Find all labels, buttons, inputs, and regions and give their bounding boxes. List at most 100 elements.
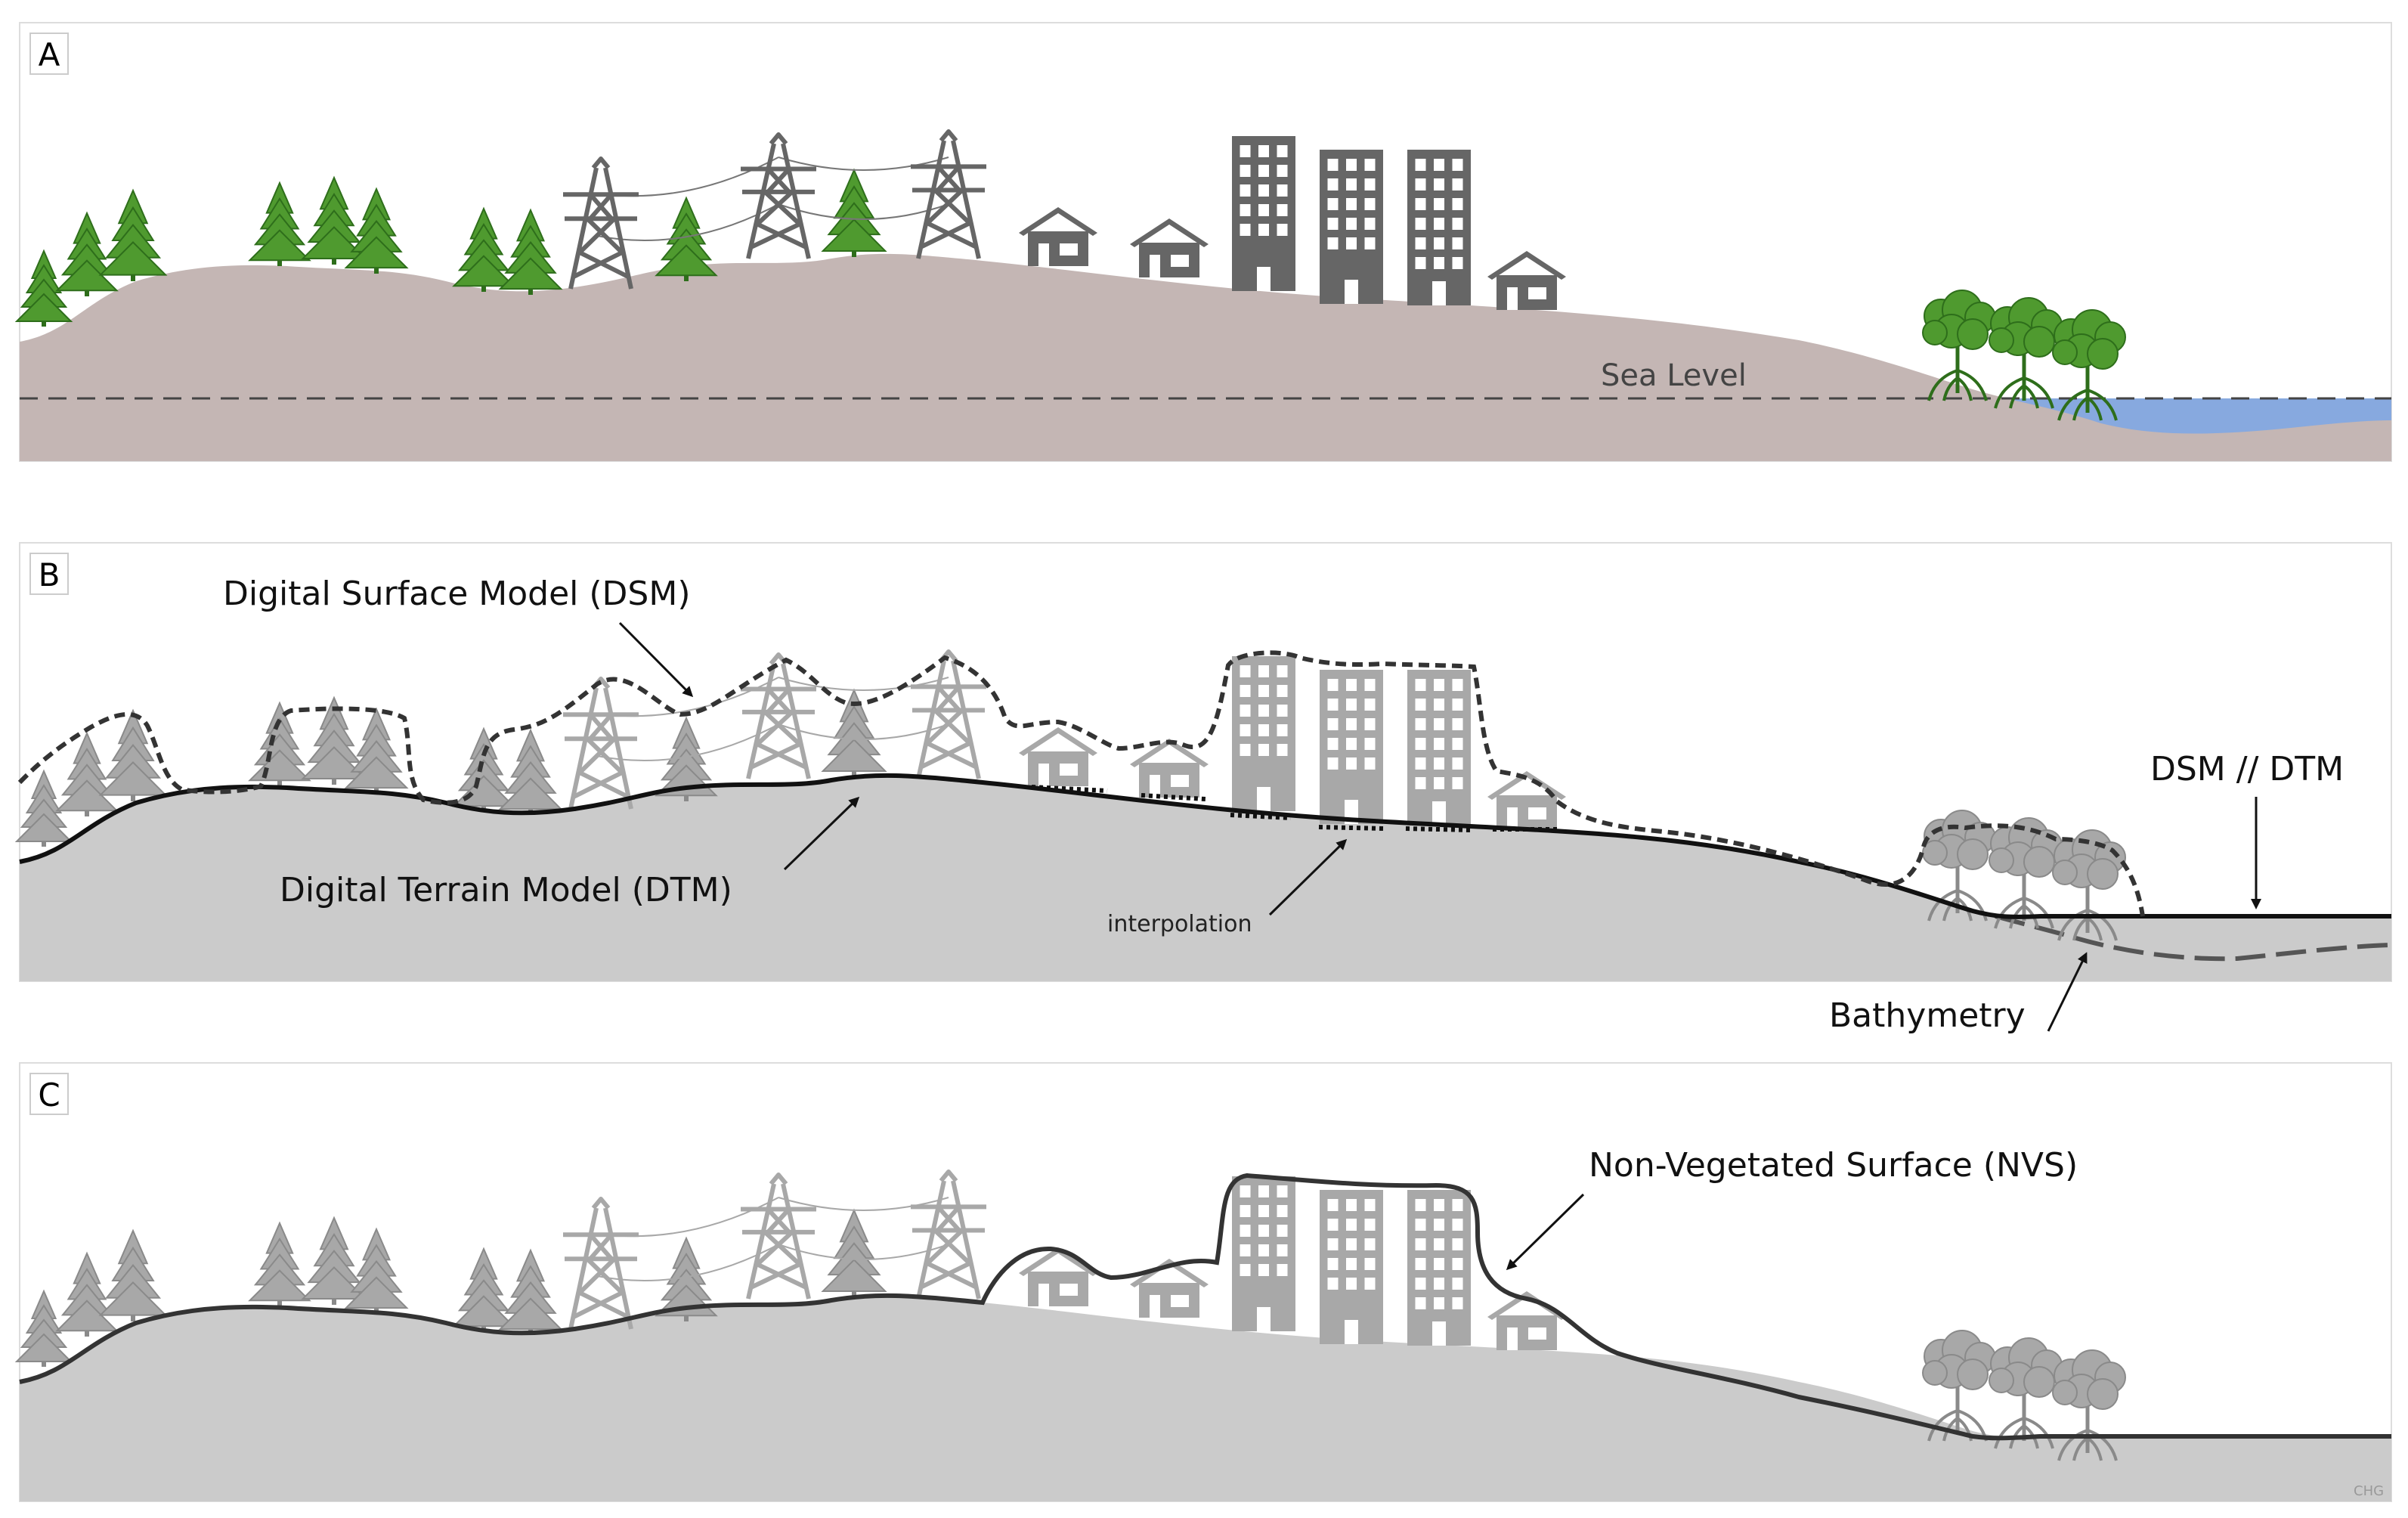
power-tower bbox=[563, 1197, 639, 1330]
power-line bbox=[778, 156, 949, 171]
terrain-c bbox=[20, 1295, 2391, 1501]
power-line bbox=[778, 677, 949, 691]
mangroves-a bbox=[1922, 290, 2126, 421]
panel-c: Non-Vegetated Surface (NVS) CHG C bbox=[14, 1062, 2392, 1502]
panel-c-letter-box bbox=[29, 1073, 69, 1115]
power-tower bbox=[741, 132, 816, 259]
interp-seg-4 bbox=[1318, 825, 1384, 831]
panel-b: Digital Surface Model (DSM) Digital Terr… bbox=[14, 542, 2392, 1035]
apartment-building bbox=[1320, 150, 1383, 304]
conifer-tree bbox=[655, 196, 718, 281]
dtm-line bbox=[19, 773, 2391, 919]
interp-seg-2 bbox=[1141, 793, 1206, 801]
panel-c-letter: C bbox=[38, 1077, 60, 1114]
apartment-building bbox=[1232, 656, 1295, 811]
interpolation-label: interpolation bbox=[1107, 911, 1252, 937]
dsm-dtm-label: DSM // DTM bbox=[2150, 750, 2344, 788]
dsm-arrow bbox=[618, 621, 694, 698]
dsm-label: Digital Surface Model (DSM) bbox=[223, 575, 691, 613]
trees-a bbox=[14, 168, 887, 327]
mangrove-tree bbox=[2052, 1349, 2126, 1461]
conifer-tree bbox=[55, 731, 119, 816]
nvs-line bbox=[19, 1173, 2391, 1441]
bathymetry-label: Bathymetry bbox=[1829, 996, 2026, 1035]
interp-seg-5 bbox=[1405, 826, 1471, 832]
conifer-tree bbox=[248, 1221, 311, 1306]
conifer-tree bbox=[55, 211, 119, 296]
power-tower bbox=[741, 652, 816, 779]
conifer-tree bbox=[344, 1227, 409, 1314]
mangroves-c bbox=[1922, 1330, 2126, 1461]
conifer-tree bbox=[301, 175, 367, 265]
power-tower bbox=[741, 1173, 816, 1300]
conifer-tree bbox=[452, 1247, 515, 1332]
panel-a-letter-box bbox=[29, 33, 69, 75]
bathymetry-line bbox=[1995, 914, 2392, 962]
conifer-tree bbox=[498, 728, 563, 815]
apartment-building bbox=[1407, 670, 1471, 826]
house bbox=[1019, 207, 1097, 266]
panel-a: Sea Level A bbox=[14, 22, 2392, 462]
power-tower bbox=[563, 677, 639, 810]
apartment-building bbox=[1232, 136, 1295, 291]
houses-a bbox=[1019, 207, 1566, 310]
apartment-building bbox=[1232, 1176, 1295, 1331]
mangrove-tree bbox=[1922, 1330, 1996, 1442]
interp-seg-1 bbox=[1031, 785, 1108, 793]
nvs-arrow bbox=[1506, 1193, 1585, 1271]
conifer-tree bbox=[248, 181, 311, 266]
buildings-c bbox=[1232, 1176, 1471, 1346]
buildings-a bbox=[1232, 136, 1471, 305]
towers-b bbox=[563, 649, 986, 810]
house bbox=[1130, 739, 1209, 798]
apartment-building bbox=[1320, 670, 1383, 824]
trees-b bbox=[14, 688, 887, 847]
power-tower bbox=[911, 649, 986, 779]
house bbox=[1019, 727, 1097, 786]
panel-a-letter: A bbox=[39, 36, 60, 73]
house bbox=[1487, 251, 1566, 310]
panel-b-letter: B bbox=[39, 556, 60, 593]
conifer-tree bbox=[55, 1251, 119, 1337]
sea-level-label: Sea Level bbox=[1601, 358, 1747, 393]
power-line bbox=[778, 1197, 949, 1211]
conifer-tree bbox=[98, 188, 168, 281]
apartment-building bbox=[1320, 1190, 1383, 1344]
conifer-tree bbox=[14, 1289, 73, 1367]
power-tower bbox=[563, 156, 639, 290]
terrain-b bbox=[20, 775, 2391, 981]
mangrove-tree bbox=[1989, 1337, 2063, 1449]
terrain-a bbox=[20, 253, 2391, 461]
conifer-tree bbox=[14, 769, 73, 847]
houses-b bbox=[1019, 727, 1566, 830]
power-tower bbox=[911, 129, 986, 259]
conifer-tree bbox=[14, 249, 73, 327]
bathymetry-arrow bbox=[2047, 952, 2088, 1032]
conifer-tree bbox=[344, 187, 409, 274]
house bbox=[1130, 218, 1209, 277]
conifer-tree bbox=[655, 716, 718, 801]
nvs-label: Non-Vegetated Surface (NVS) bbox=[1589, 1146, 2078, 1185]
towers-a bbox=[563, 129, 986, 290]
conifer-tree bbox=[344, 707, 409, 794]
power-tower bbox=[911, 1169, 986, 1300]
conifer-tree bbox=[498, 1248, 563, 1335]
credit-label: CHG bbox=[2354, 1483, 2384, 1499]
buildings-b bbox=[1232, 656, 1471, 826]
mangrove-tree bbox=[1922, 810, 1996, 922]
apartment-building bbox=[1407, 150, 1471, 305]
apartment-building bbox=[1407, 1190, 1471, 1346]
towers-c bbox=[563, 1169, 986, 1330]
conifer-tree bbox=[301, 695, 367, 785]
conifer-tree bbox=[98, 708, 168, 801]
conifer-tree bbox=[498, 208, 563, 295]
mangroves-b bbox=[1922, 810, 2126, 941]
conifer-tree bbox=[821, 1208, 887, 1297]
mangrove-tree bbox=[1922, 290, 1996, 401]
trees-c bbox=[14, 1208, 887, 1367]
dsm-line bbox=[17, 650, 2145, 917]
conifer-tree bbox=[98, 1228, 168, 1321]
conifer-tree bbox=[301, 1216, 367, 1305]
conifer-tree bbox=[452, 206, 515, 292]
